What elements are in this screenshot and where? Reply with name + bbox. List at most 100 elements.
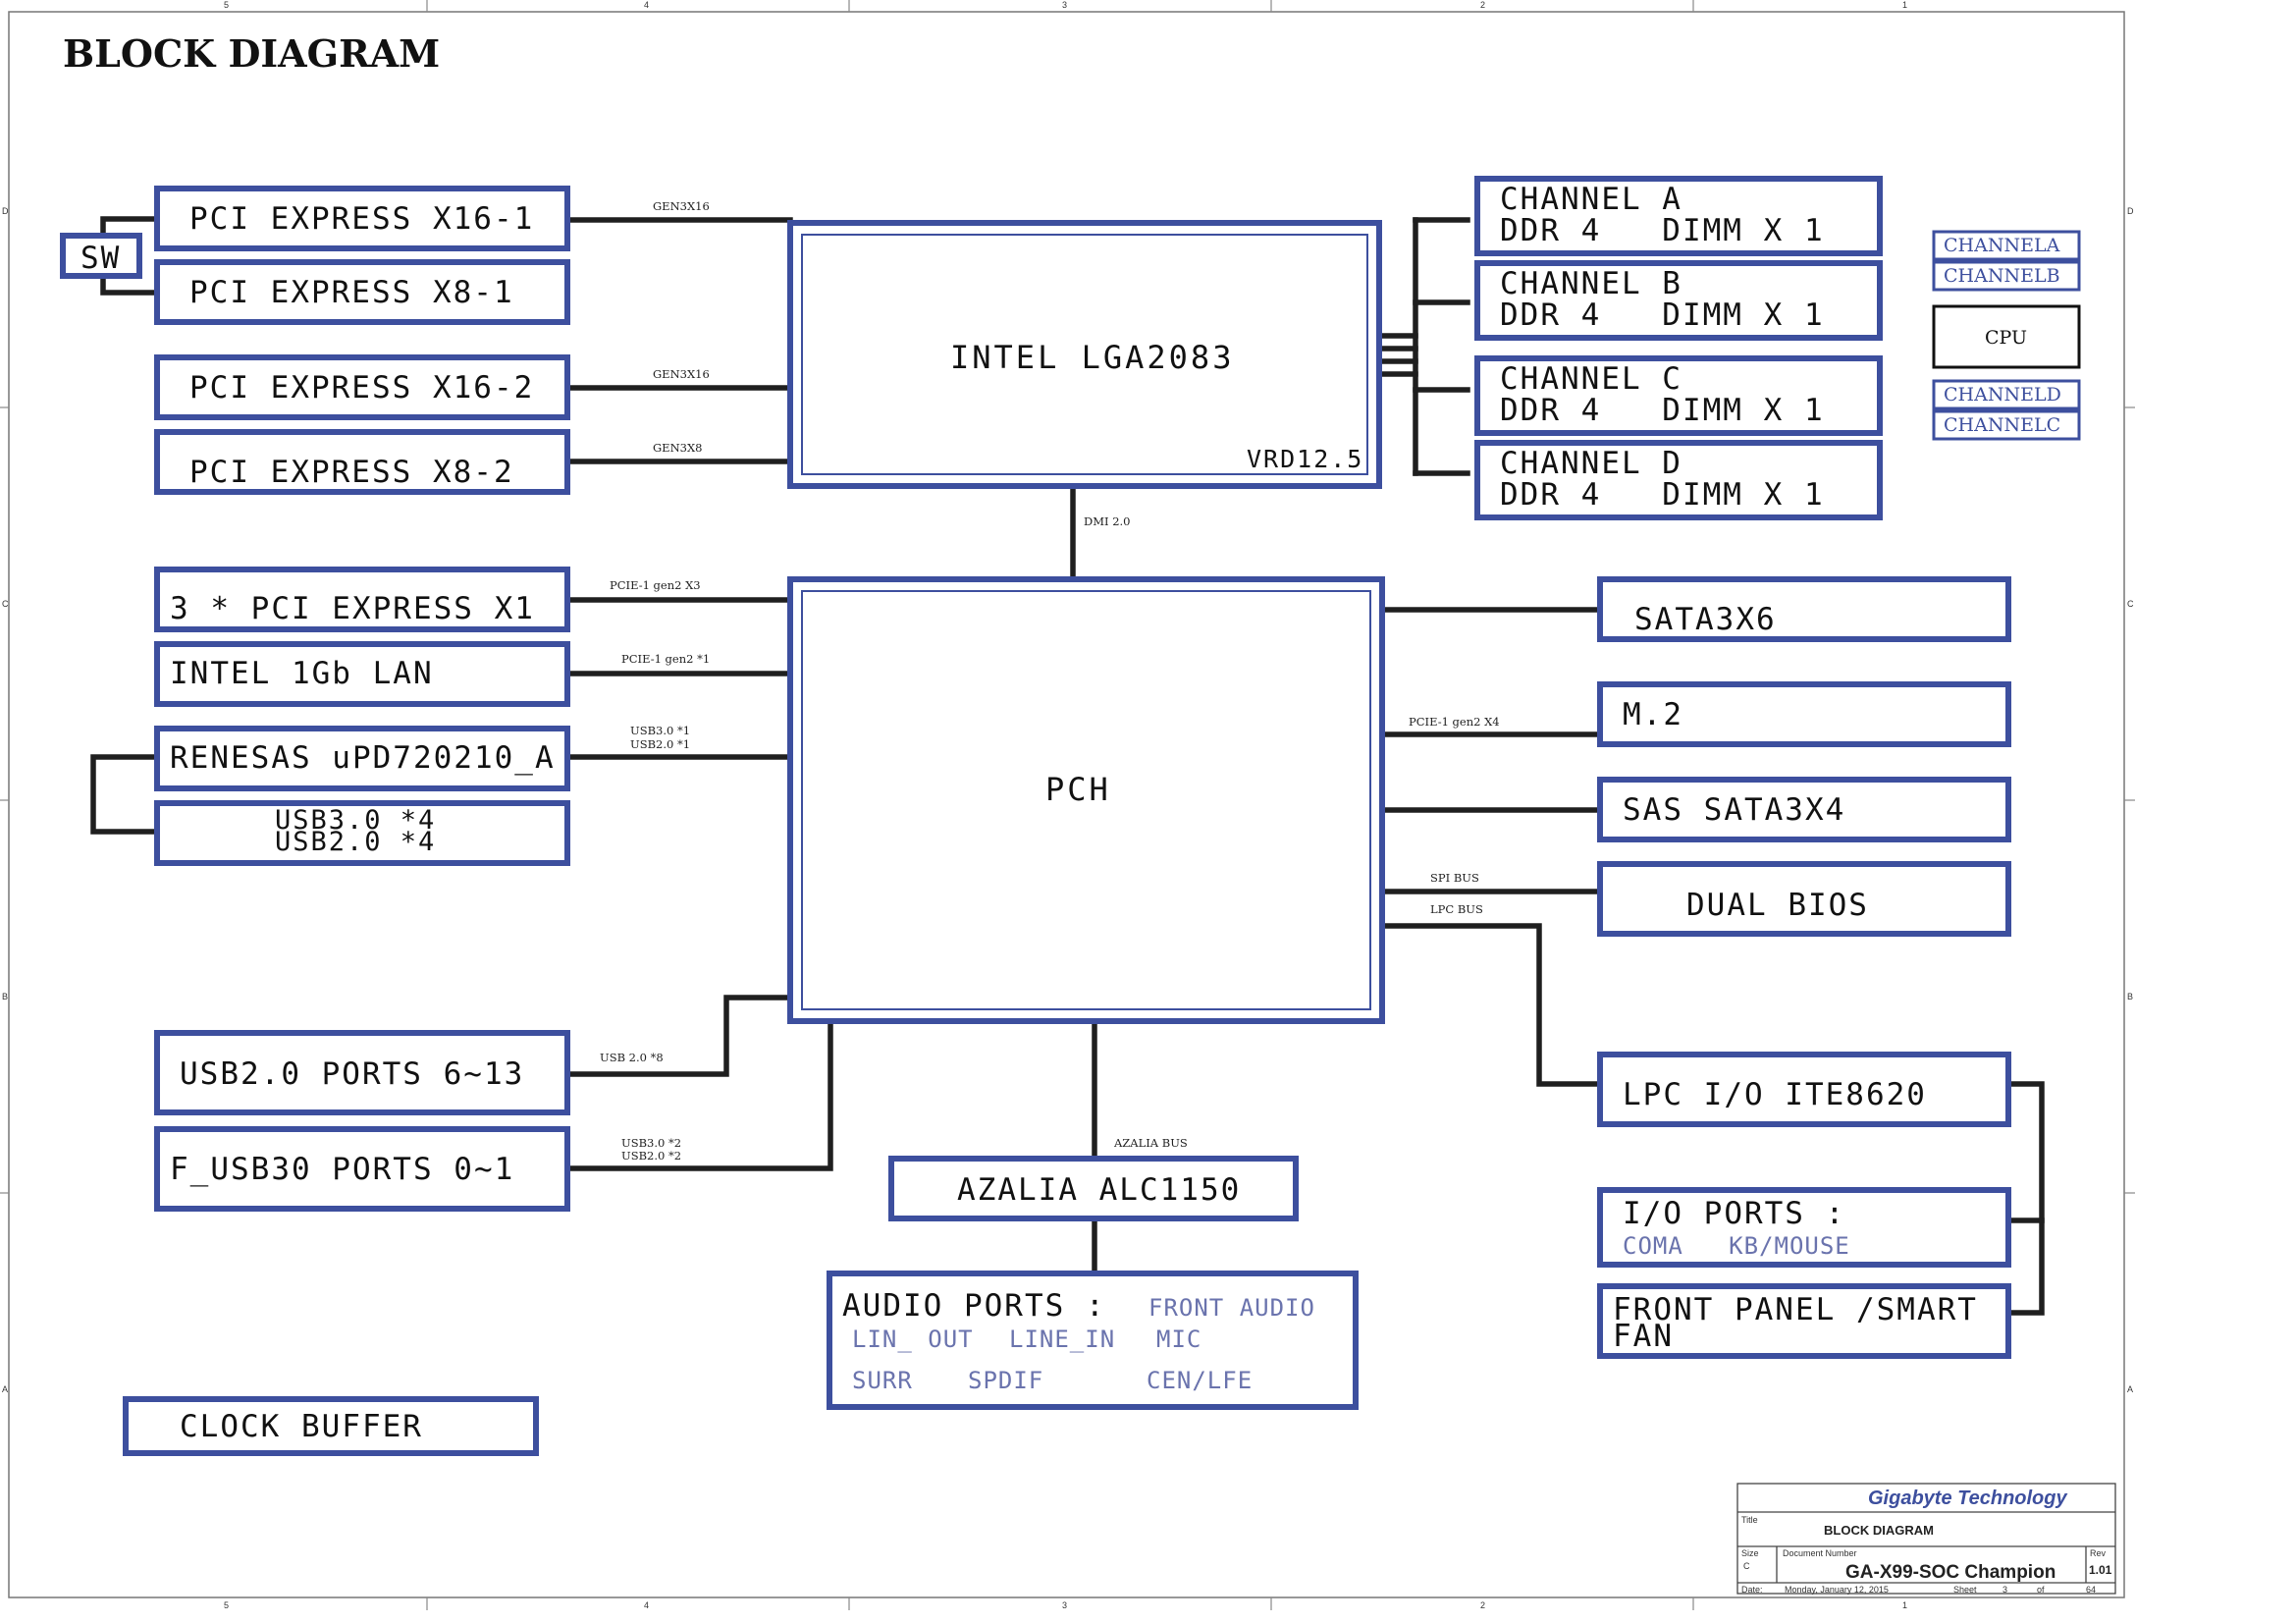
bus-label-pcie-x4: PCIE-1 gen2 X4 <box>1409 715 1500 729</box>
channel-a-type: DDR 4 DIMM X 1 <box>1500 213 1825 248</box>
channel-b-name: CHANNEL B <box>1500 266 1682 301</box>
wire-sw-x8-1 <box>100 272 160 296</box>
pcie-x8-2-block <box>154 429 570 495</box>
title-block-title: BLOCK DIAGRAM <box>1824 1523 1934 1538</box>
bus-label-spi: SPI BUS <box>1430 871 1479 885</box>
usb2-ports-label: USB2.0 PORTS 6~13 <box>180 1056 524 1092</box>
io-ports-title: I/O PORTS : <box>1623 1196 1845 1231</box>
audio-port-cen-lfe: CEN/LFE <box>1147 1367 1253 1394</box>
legend-channel-d-box <box>1932 379 2081 410</box>
legend-channel-c-box <box>1932 409 2081 441</box>
io-ports-block <box>1597 1187 2011 1268</box>
frame-mark-top: 2 <box>1480 0 1485 10</box>
front-panel-label: FRONT PANEL /SMART <box>1613 1292 1978 1327</box>
sata-label: SATA3X6 <box>1634 602 1777 637</box>
pch-left-devices: 3 * PCI EXPRESS X1 INTEL 1Gb LAN RENESAS… <box>154 567 570 1212</box>
bus-label-usb2-8: USB 2.0 *8 <box>600 1051 664 1064</box>
cpu-outer <box>787 220 1382 489</box>
bus-label-pcie-x3: PCIE-1 gen2 X3 <box>610 578 701 592</box>
pch-label: PCH <box>1045 771 1111 808</box>
pcie-slots: SW PCI EXPRESS X16-1 PCI EXPRESS X8-1 PC… <box>60 186 570 495</box>
lan-label: INTEL 1Gb LAN <box>170 656 434 691</box>
title-block-total: 64 <box>2086 1585 2096 1595</box>
channel-a-block <box>1474 176 1883 256</box>
wire-sw-x16-1 <box>100 216 160 239</box>
bus-label-usb2-2: USB2.0 *2 <box>621 1149 681 1163</box>
f-usb30-label: F_USB30 PORTS 0~1 <box>170 1152 514 1187</box>
wire-f-usb30-pch <box>564 1018 833 1171</box>
renesas-usb3-label: USB3.0 *4 <box>275 805 436 836</box>
pcie-x8-2-label: PCI EXPRESS X8-2 <box>189 455 514 490</box>
frame-mark-left: B <box>2 992 8 1001</box>
sata-block <box>1597 576 2011 642</box>
legend-channel-b-box <box>1932 260 2081 292</box>
audio-port-spdif: SPDIF <box>968 1367 1043 1394</box>
front-panel-fan-label: FAN <box>1613 1319 1674 1354</box>
bios-label: DUAL BIOS <box>1686 888 1869 923</box>
frame-mark-right: B <box>2127 992 2133 1001</box>
audio-ports-title: AUDIO PORTS : <box>842 1288 1106 1324</box>
audio-section: AZALIA ALC1150 AUDIO PORTS : FRONT AUDIO… <box>827 1156 1359 1410</box>
frame-mark-top: 1 <box>1902 0 1907 10</box>
pch-outer <box>787 576 1385 1024</box>
channel-c-block <box>1474 355 1883 436</box>
frame-mark-top: 4 <box>644 0 649 10</box>
cpu-label: INTEL LGA2083 <box>950 339 1234 376</box>
title-block-date: Monday, January 12, 2015 <box>1785 1585 1889 1595</box>
sas-label: SAS SATA3X4 <box>1623 792 1845 828</box>
sw-block <box>60 233 142 279</box>
cpu-vrd-label: VRD12.5 <box>1247 445 1363 473</box>
channel-d-block <box>1474 440 1883 520</box>
audio-port-surr: SURR <box>852 1367 913 1394</box>
audio-port-mic: MIC <box>1156 1325 1201 1353</box>
usb2-ports-block <box>154 1030 570 1115</box>
audio-port-line-in: LINE_IN <box>1009 1325 1115 1353</box>
sw-label: SW <box>80 241 121 276</box>
bios-block <box>1597 861 2011 937</box>
pcie-x8-1-label: PCI EXPRESS X8-1 <box>189 275 514 310</box>
frame-mark-bottom: 3 <box>1062 1600 1067 1610</box>
m2-label: M.2 <box>1623 697 1683 732</box>
frame-mark-bottom: 1 <box>1902 1600 1907 1610</box>
memory-channels: CHANNEL A DDR 4 DIMM X 1 CHANNEL B DDR 4… <box>1474 176 1883 520</box>
lpc-io-block <box>1597 1052 2011 1127</box>
title-block-title-caption: Title <box>1741 1515 1758 1525</box>
renesas-label: RENESAS uPD720210_A <box>170 740 556 776</box>
pcie-x8-1-block <box>154 259 570 325</box>
pcie-x16-1-block <box>154 186 570 251</box>
page-title: BLOCK DIAGRAM <box>63 31 440 76</box>
channel-a-name: CHANNEL A <box>1500 182 1682 217</box>
legend-channel-c: CHANNELC <box>1944 414 2060 436</box>
channel-d-name: CHANNEL D <box>1500 446 1682 481</box>
frame-border <box>8 11 2125 1598</box>
title-block-sheet-caption: Sheet <box>1953 1585 1977 1595</box>
pch-inner <box>801 590 1371 1010</box>
bus-label-usb3-2: USB3.0 *2 <box>621 1136 681 1150</box>
wire-pch-lpc <box>1379 923 1603 1087</box>
pcie-x16-2-label: PCI EXPRESS X16-2 <box>189 370 534 406</box>
channel-d-type: DDR 4 DIMM X 1 <box>1500 477 1825 513</box>
title-block-size-caption: Size <box>1741 1548 1759 1558</box>
wire-renesas-usb <box>90 754 160 835</box>
bus-label-gen3x8: GEN3X8 <box>653 441 702 455</box>
frame-mark-bottom: 2 <box>1480 1600 1485 1610</box>
frame-mark-bottom: 5 <box>224 1600 229 1610</box>
azalia-codec-label: AZALIA ALC1150 <box>957 1172 1241 1208</box>
channel-c-name: CHANNEL C <box>1500 361 1682 397</box>
front-panel-block <box>1597 1283 2011 1359</box>
legend-channel-d: CHANNELD <box>1944 384 2061 406</box>
channel-c-type: DDR 4 DIMM X 1 <box>1500 393 1825 428</box>
f-usb30-block <box>154 1126 570 1212</box>
title-block-rev-caption: Rev <box>2090 1548 2107 1558</box>
title-block-rev: 1.01 <box>2089 1563 2112 1577</box>
bus-label-gen3x16: GEN3X16 <box>653 367 710 381</box>
bus-label-gen3x16: GEN3X16 <box>653 199 710 213</box>
title-block-size: C <box>1743 1561 1750 1571</box>
bus-label-azalia: AZALIA BUS <box>1113 1136 1188 1150</box>
azalia-codec-block <box>888 1156 1299 1221</box>
pcie-x16-2-block <box>154 354 570 420</box>
pch-block: PCH <box>787 576 1385 1024</box>
frame-mark-top: 5 <box>224 0 229 10</box>
legend-channel-b: CHANNELB <box>1944 265 2060 287</box>
